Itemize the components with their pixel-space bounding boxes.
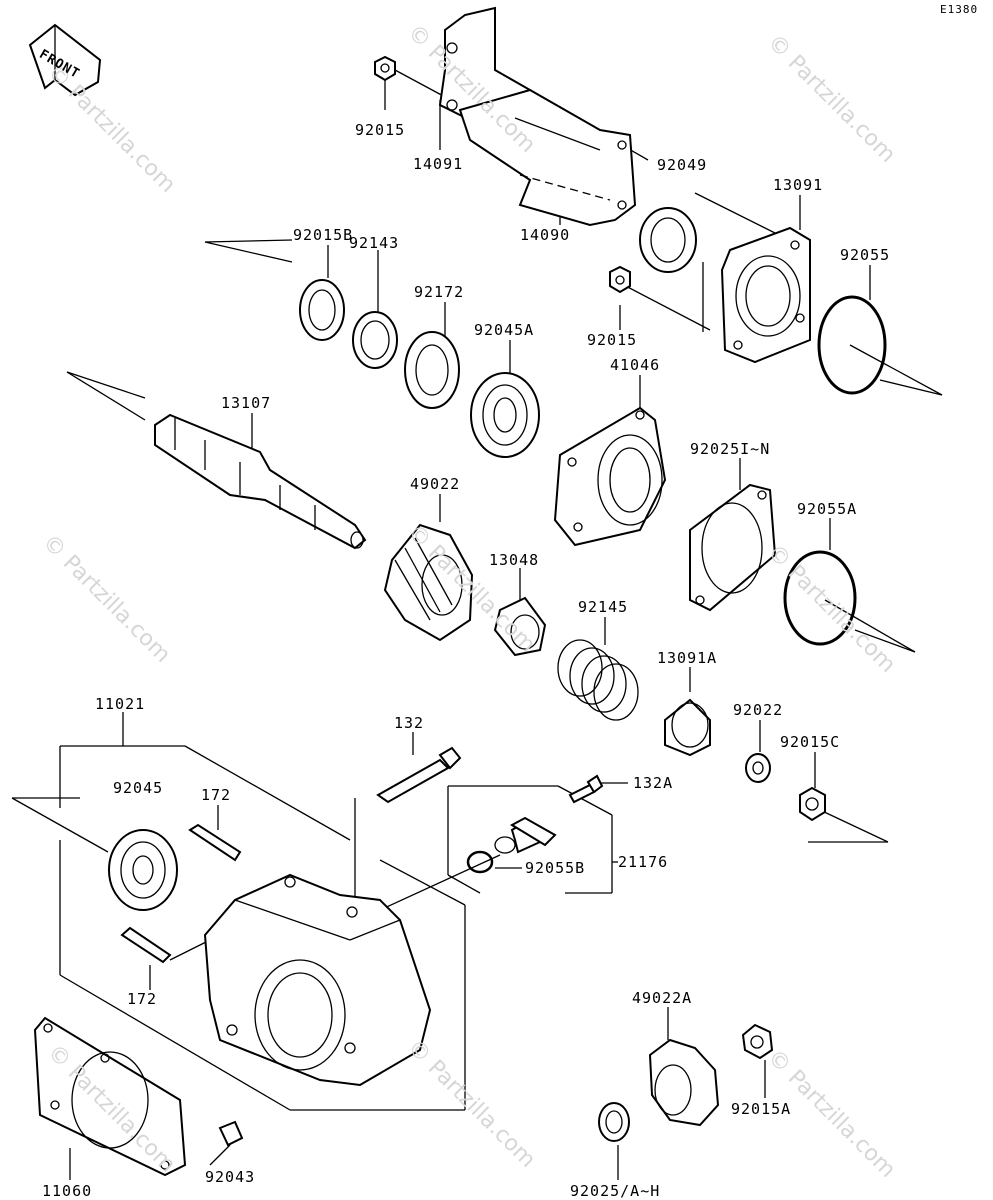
gasket-11060 (33, 1016, 187, 1177)
drive-shaft-13107 (154, 413, 367, 550)
stud-172-top (188, 823, 242, 862)
part-label[interactable]: 92043 (205, 1168, 256, 1186)
bolt-132 (376, 746, 462, 804)
bushing-13091a (664, 698, 711, 757)
part-label[interactable]: 92055B (525, 859, 586, 877)
part-label[interactable]: 172 (127, 990, 158, 1008)
part-label[interactable]: 14090 (520, 226, 571, 244)
dowel-92043 (218, 1120, 244, 1147)
nut-92015-mid (609, 265, 631, 294)
actuator-21176 (494, 816, 557, 854)
part-label[interactable]: 92015 (587, 331, 638, 349)
collar-92143 (352, 311, 398, 369)
o-ring-92055b (466, 850, 494, 874)
leader-lines (11, 69, 943, 1180)
seal-92049 (639, 207, 697, 273)
part-label[interactable]: 92045A (474, 321, 535, 339)
part-label[interactable]: 49022A (632, 989, 693, 1007)
bolt-132a (568, 774, 604, 804)
spring-92145 (557, 639, 639, 721)
part-label[interactable]: 11060 (42, 1182, 93, 1200)
part-label[interactable]: 92172 (414, 283, 465, 301)
part-label[interactable]: 13091A (657, 649, 718, 667)
bearing-92045 (108, 829, 178, 911)
part-label[interactable]: 92015C (780, 733, 841, 751)
part-label[interactable]: 92145 (578, 598, 629, 616)
shim-92025-a-h (598, 1102, 630, 1142)
bevel-gear-49022 (383, 523, 474, 642)
nut-92015-top (374, 55, 396, 82)
part-label[interactable]: 92025I~N (690, 440, 771, 458)
stud-172-bottom (120, 926, 172, 964)
spacer-92172 (404, 331, 460, 409)
part-label[interactable]: 13107 (221, 394, 272, 412)
gear-case-11021 (203, 873, 432, 1087)
part-label[interactable]: 132 (394, 714, 425, 732)
part-label[interactable]: 92015B (293, 226, 354, 244)
part-label[interactable]: 92045 (113, 779, 164, 797)
part-label[interactable]: 11021 (95, 695, 146, 713)
part-label[interactable]: 14091 (413, 155, 464, 173)
part-label[interactable]: 92022 (733, 701, 784, 719)
part-label[interactable]: 13091 (773, 176, 824, 194)
coupling-13048 (493, 596, 547, 657)
part-label[interactable]: 92025/A~H (570, 1182, 661, 1200)
bearing-92045a (470, 372, 540, 458)
part-label[interactable]: 49022 (410, 475, 461, 493)
nut-92015a (741, 1023, 774, 1060)
housing-41046 (553, 406, 667, 547)
part-label[interactable]: 13048 (489, 551, 540, 569)
diagram-code: E1380 (940, 3, 979, 16)
guard-14090 (458, 88, 637, 227)
part-label[interactable]: 172 (201, 786, 232, 804)
gear-49022a (648, 1038, 720, 1127)
part-label[interactable]: 21176 (618, 853, 669, 871)
lock-nut-92015b (299, 279, 345, 341)
part-label[interactable]: 92015 (355, 121, 406, 139)
washer-92022 (745, 753, 771, 783)
part-label[interactable]: 92055A (797, 500, 858, 518)
part-label[interactable]: 92049 (657, 156, 708, 174)
part-label[interactable]: 132A (633, 774, 674, 792)
part-label[interactable]: 92143 (349, 234, 400, 252)
part-label[interactable]: 92055 (840, 246, 891, 264)
part-label[interactable]: 92015A (731, 1100, 792, 1118)
part-label[interactable]: 41046 (610, 356, 661, 374)
nut-92015c (799, 786, 826, 822)
o-ring-92055 (817, 295, 887, 395)
bearing-housing-13091 (720, 226, 811, 364)
o-ring-92055a (783, 550, 857, 646)
gasket-92025-i-n (689, 483, 777, 612)
front-arrow-icon (28, 23, 102, 97)
